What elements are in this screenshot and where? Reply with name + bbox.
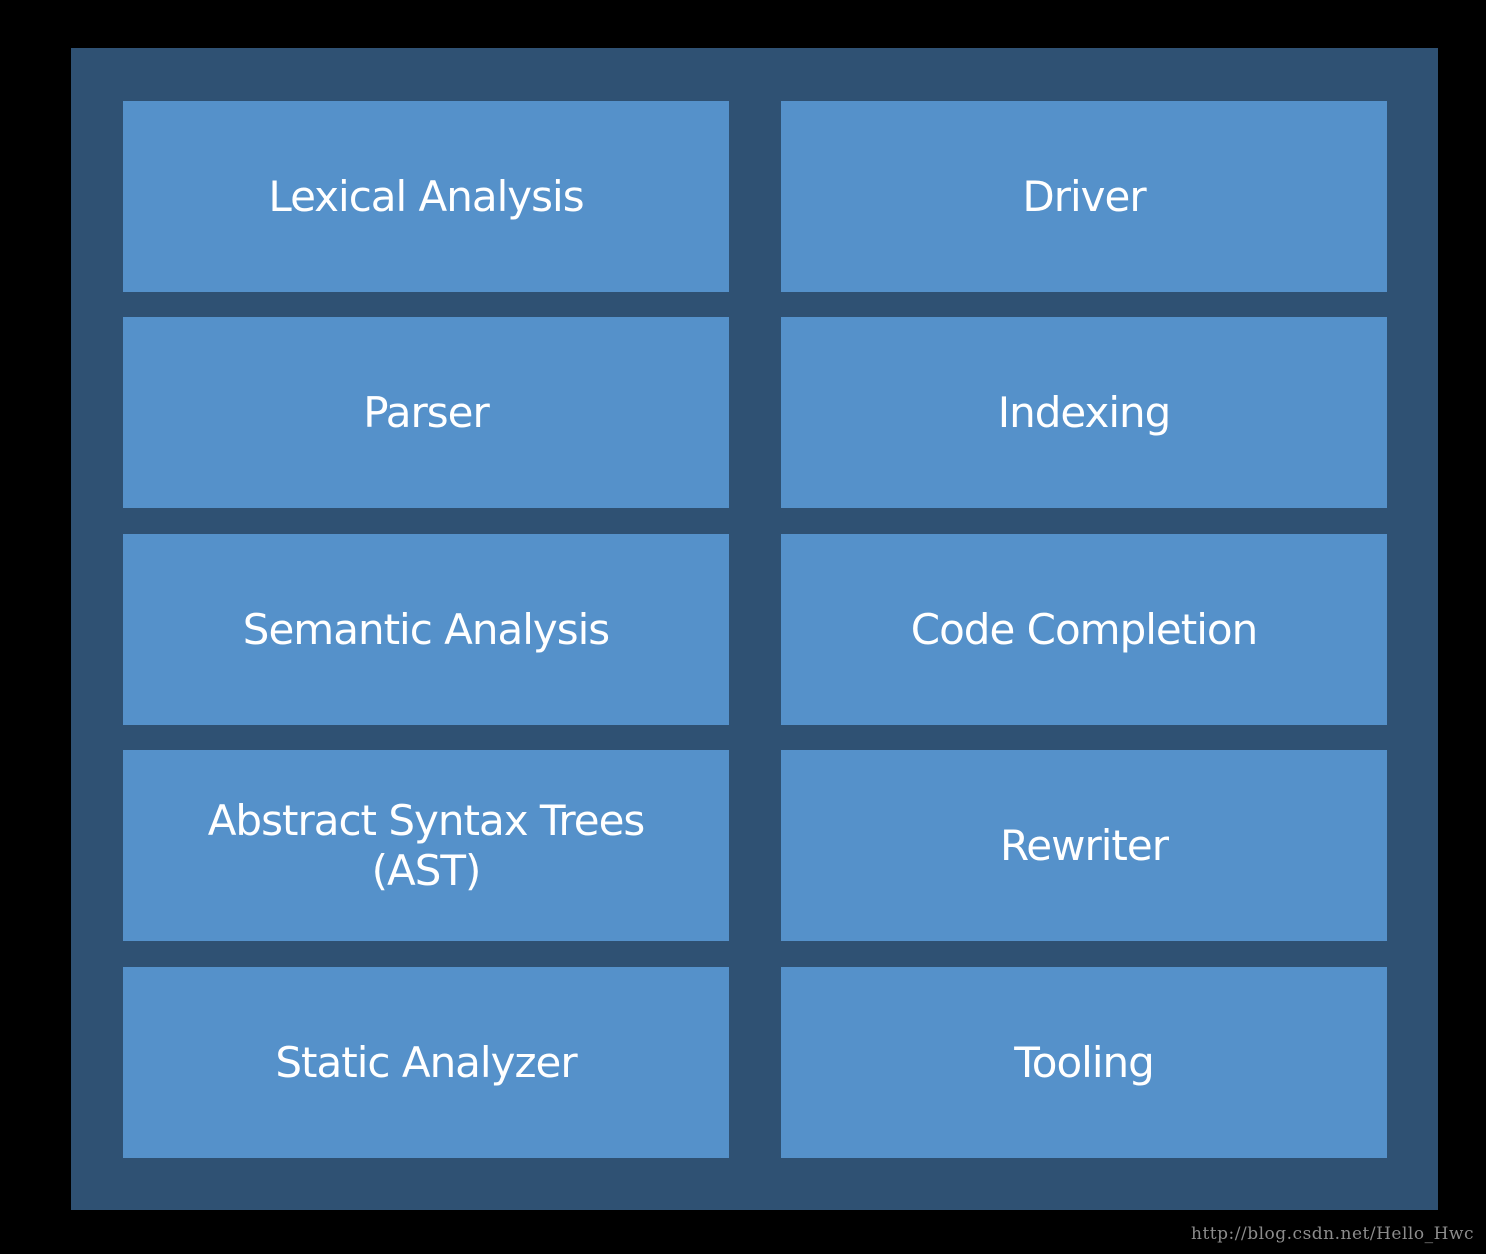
architecture-panel: Lexical Analysis Parser Semantic Analysi…	[71, 48, 1438, 1210]
box-label: Abstract Syntax Trees (AST)	[207, 795, 646, 895]
box-label: Parser	[363, 387, 489, 437]
box-label: Rewriter	[1000, 820, 1169, 870]
box-abstract-syntax-trees: Abstract Syntax Trees (AST)	[123, 750, 729, 941]
box-label: Static Analyzer	[275, 1037, 577, 1087]
box-static-analyzer: Static Analyzer	[123, 967, 729, 1158]
box-label: Driver	[1022, 171, 1146, 221]
box-label: Code Completion	[910, 604, 1258, 654]
box-parser: Parser	[123, 317, 729, 508]
box-label: Lexical Analysis	[268, 171, 584, 221]
box-label: Semantic Analysis	[242, 604, 610, 654]
box-label: Indexing	[997, 387, 1172, 437]
box-code-completion: Code Completion	[781, 534, 1387, 725]
box-lexical-analysis: Lexical Analysis	[123, 101, 729, 292]
box-driver: Driver	[781, 101, 1387, 292]
box-label: Tooling	[1014, 1037, 1155, 1087]
box-tooling: Tooling	[781, 967, 1387, 1158]
box-semantic-analysis: Semantic Analysis	[123, 534, 729, 725]
watermark-url: http://blog.csdn.net/Hello_Hwc	[1191, 1224, 1474, 1244]
box-indexing: Indexing	[781, 317, 1387, 508]
box-rewriter: Rewriter	[781, 750, 1387, 941]
